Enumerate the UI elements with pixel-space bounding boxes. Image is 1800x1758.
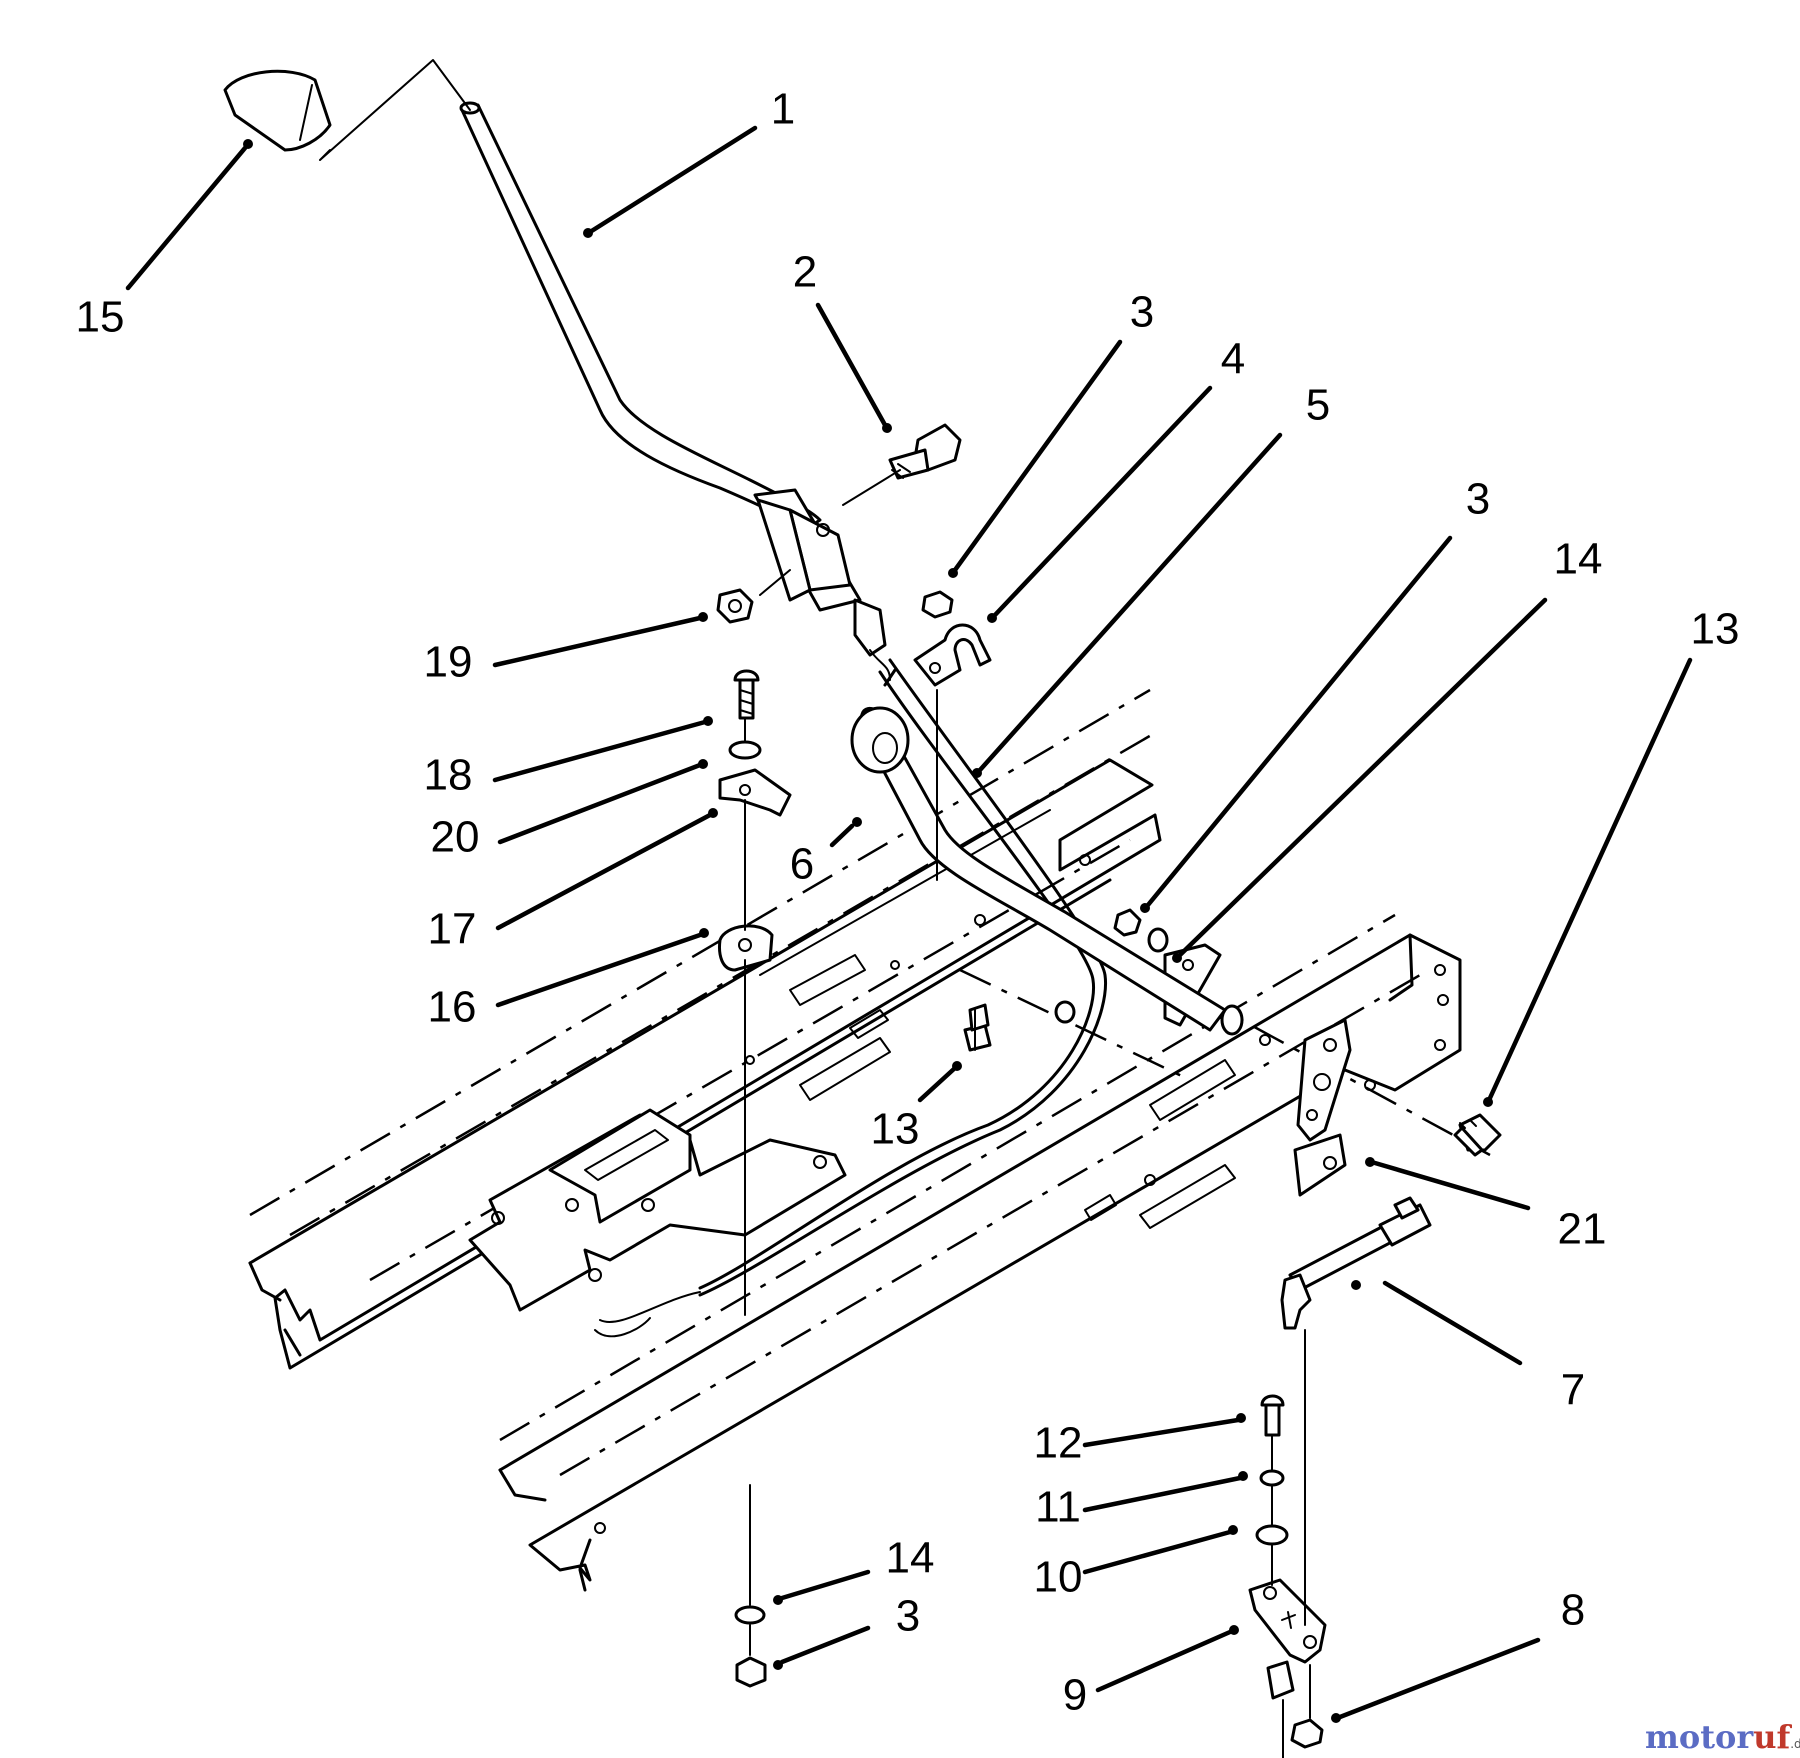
frame-rail-lower (498, 933, 1462, 1592)
callout-13-mid: 13 (871, 1105, 920, 1154)
rivet-mid (1054, 1000, 1076, 1024)
callout-3-mid: 3 (1466, 475, 1490, 524)
callout-12: 12 (1034, 1419, 1083, 1468)
bolt-13-right (1453, 1113, 1502, 1157)
bolt-13-mid (963, 1003, 992, 1052)
callout-7: 7 (1561, 1366, 1585, 1415)
washer-20 (728, 740, 762, 760)
callout-20: 20 (431, 813, 480, 862)
nut-19 (716, 588, 754, 624)
lever-plate (753, 488, 897, 687)
rail-mount-bracket (468, 1108, 847, 1312)
callout-3-top: 3 (1130, 288, 1154, 337)
callout-10: 10 (1034, 1553, 1083, 1602)
callout-14-bottom: 14 (886, 1534, 935, 1583)
callout-13-right: 13 (1691, 605, 1740, 654)
plate-16 (718, 924, 774, 972)
callout-6: 6 (790, 840, 814, 889)
callout-17: 17 (428, 905, 477, 954)
callout-11: 11 (1035, 1483, 1081, 1532)
callout-4: 4 (1221, 335, 1245, 384)
link-plate-9 (1248, 1578, 1327, 1700)
bolt-18 (733, 669, 760, 720)
callout-15: 15 (76, 293, 125, 342)
callout-18: 18 (424, 751, 473, 800)
frame-rail-upper (248, 758, 1162, 1370)
washer-10 (1255, 1524, 1289, 1546)
callout-3-bottom: 3 (896, 1592, 920, 1641)
callout-19: 19 (424, 638, 473, 687)
callout-8: 8 (1561, 1586, 1585, 1635)
knob-reference-line (319, 59, 471, 161)
link-rod (850, 706, 1244, 1036)
callout-16: 16 (428, 983, 477, 1032)
nut-3-top (921, 590, 954, 619)
callout-5: 5 (1306, 381, 1330, 430)
right-mount-bracket (1293, 1018, 1352, 1197)
nut-8 (1290, 1718, 1324, 1749)
nut-3-bottom (735, 1656, 767, 1688)
control-cable (594, 658, 1108, 1338)
spring-rod (1280, 1196, 1432, 1330)
washer-14-bottom (734, 1605, 766, 1625)
svg-text:motoruf.de: motoruf.de (1645, 1718, 1800, 1756)
callout-9: 9 (1063, 1671, 1087, 1720)
cable-clip-17 (718, 768, 792, 817)
alignment-lines (744, 469, 1311, 1758)
callout-2: 2 (793, 248, 817, 297)
lever-knob (223, 69, 332, 152)
watermark-logo: motoruf.de (1645, 1718, 1800, 1756)
callout-1: 1 (771, 85, 795, 134)
callout-21: 21 (1558, 1205, 1607, 1254)
bolt-12 (1260, 1394, 1285, 1437)
cable-clamp (913, 623, 992, 687)
callout-14-mid: 14 (1554, 535, 1603, 584)
callout-labels: 1 2 3 4 5 3 14 13 15 19 18 20 17 16 6 13… (76, 85, 1740, 1720)
washer-14-mid (1147, 927, 1169, 953)
leader-lines (125, 125, 1693, 1723)
lever-rod (459, 101, 822, 532)
nut-3-mid (1113, 908, 1142, 937)
washer-11 (1259, 1469, 1285, 1487)
